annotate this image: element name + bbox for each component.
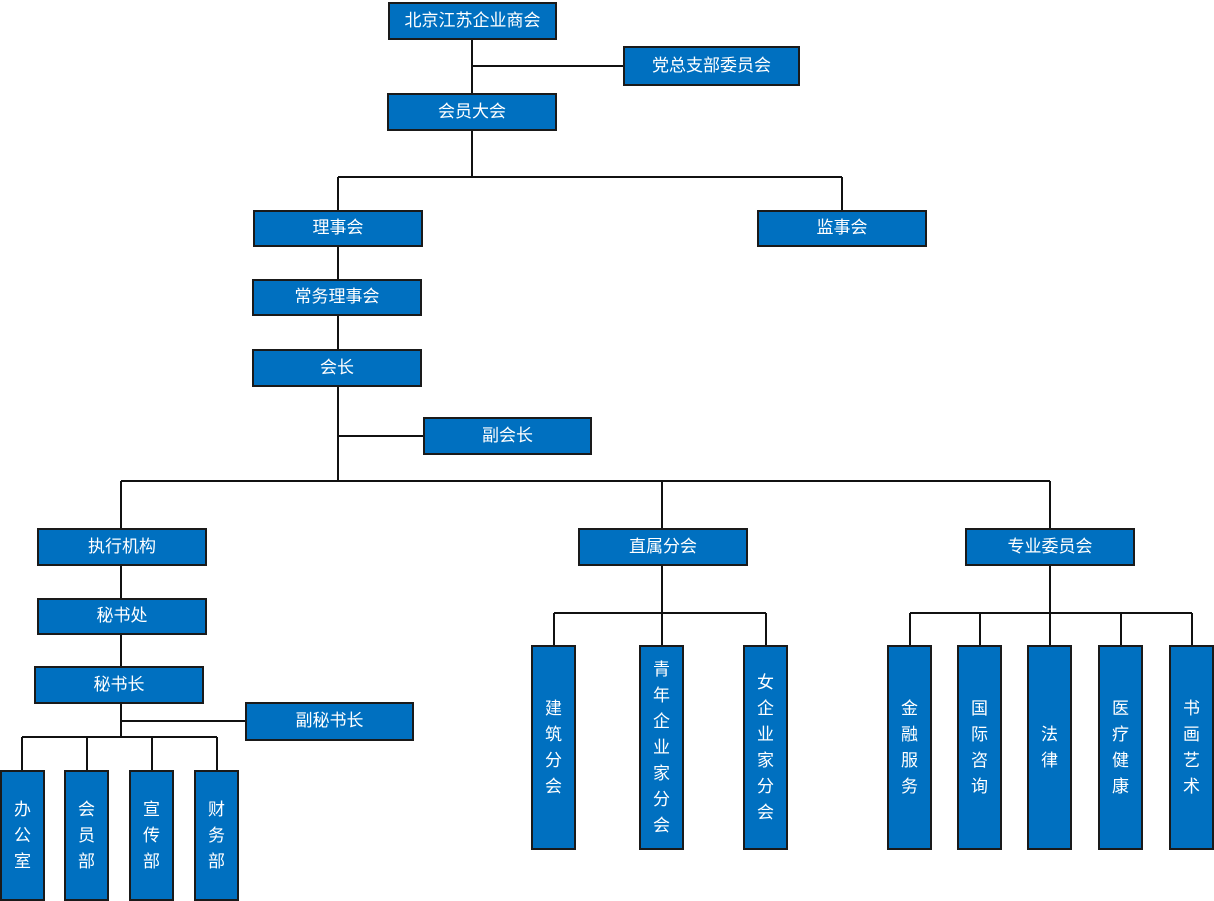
secretary-general-label: 秘书长 [93,674,145,695]
secretary-general-box: 秘书长 [34,666,204,704]
chamber-box: 北京江苏企业商会 [388,2,557,40]
deputy-secretary-general-label: 副秘书长 [295,711,364,731]
supervisory-board-label: 监事会 [816,218,868,238]
deputy-secretary-general-box: 副秘书长 [245,702,414,741]
party-branch-box: 党总支部委员会 [623,46,800,86]
committee-label: 法律 [1041,724,1058,771]
standing-council-label: 常务理事会 [294,287,380,307]
committee-label: 国际咨询 [971,698,988,797]
department-box: 宣传部 [129,770,174,901]
committee-box: 国际咨询 [957,645,1002,850]
committee-box: 书画艺术 [1169,645,1214,850]
general-assembly-box: 会员大会 [387,93,557,131]
president-box: 会长 [252,349,422,387]
department-box: 会员部 [64,770,109,901]
branch-box: 女企业家分会 [743,645,788,850]
department-label: 会员部 [78,799,95,872]
secretariat-label: 秘书处 [96,606,148,626]
department-label: 财务部 [208,799,225,872]
vice-president-label: 副会长 [482,425,533,446]
chamber-label: 北京江苏企业商会 [404,10,541,31]
department-label: 办公室 [14,799,31,872]
committee-box: 金融服务 [887,645,932,850]
branch-label: 女企业家分会 [757,672,774,823]
committee-box: 医疗健康 [1098,645,1143,850]
branches-box: 直属分会 [578,528,748,566]
department-label: 宣传部 [143,799,160,872]
department-box: 办公室 [0,770,45,901]
branch-box: 青年企业家分会 [639,645,684,850]
council-box: 理事会 [253,210,423,247]
committees-box: 专业委员会 [965,528,1135,566]
standing-council-box: 常务理事会 [252,279,422,316]
president-label: 会长 [320,357,354,378]
branches-label: 直属分会 [629,536,697,557]
general-assembly-label: 会员大会 [438,101,506,122]
committee-label: 金融服务 [901,698,918,797]
vice-president-box: 副会长 [423,417,592,455]
council-label: 理事会 [312,218,364,238]
executive-label: 执行机构 [88,536,156,557]
committee-label: 医疗健康 [1112,698,1129,797]
branch-box: 建筑分会 [531,645,576,850]
branch-label: 青年企业家分会 [653,659,670,836]
supervisory-board-box: 监事会 [757,210,927,247]
committees-label: 专业委员会 [1007,536,1093,557]
committee-label: 书画艺术 [1183,698,1200,797]
branch-label: 建筑分会 [545,698,562,797]
party-branch-label: 党总支部委员会 [652,55,771,76]
secretariat-box: 秘书处 [37,598,207,635]
committee-box: 法律 [1027,645,1072,850]
department-box: 财务部 [194,770,239,901]
executive-box: 执行机构 [37,528,207,566]
